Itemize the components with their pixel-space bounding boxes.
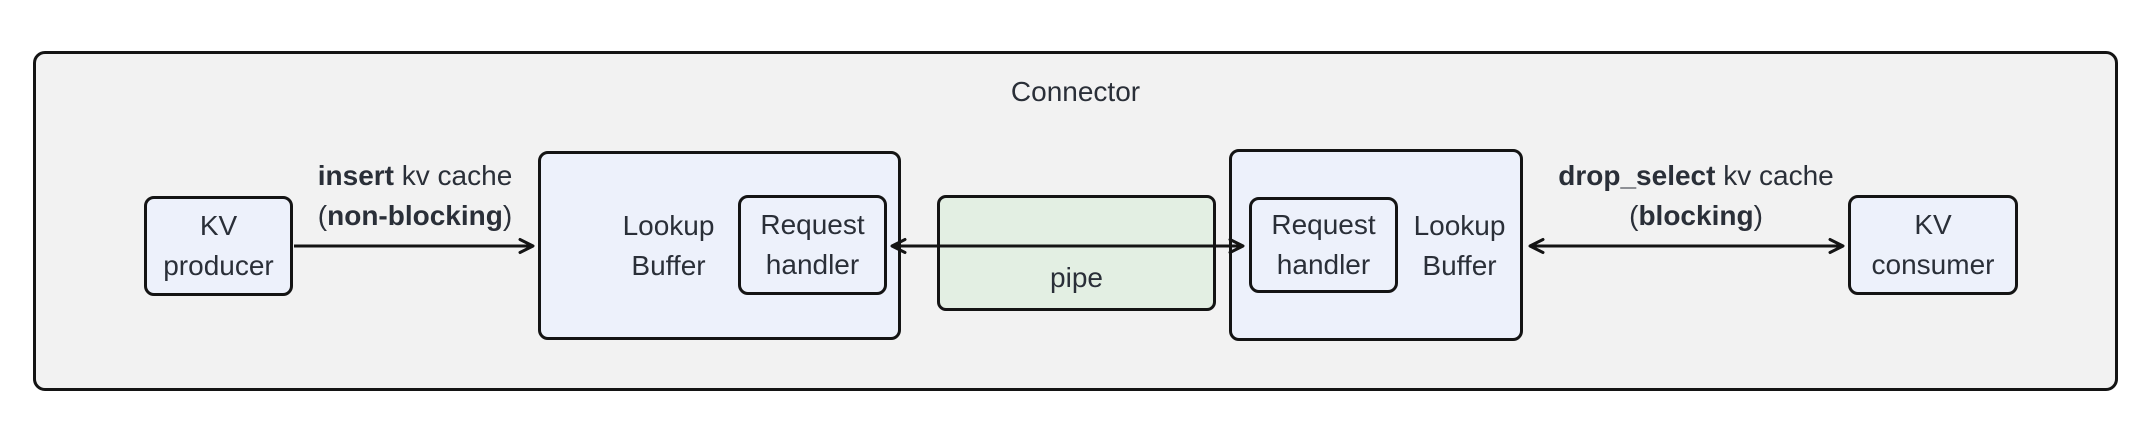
kv-consumer-node: KV consumer (1848, 195, 2018, 295)
insert-edge-label-line1: insert kv cache (245, 156, 585, 196)
kv-consumer-label-line1: KV (1914, 209, 1952, 240)
lookup-buffer-left-node: Lookup Buffer Request handler (538, 151, 901, 340)
kv-producer-label-line1: KV (199, 210, 238, 241)
request-handler-right-line2: handler (1276, 249, 1371, 280)
lookup-buffer-right-label: Lookup Buffer (1397, 206, 1522, 286)
drop-select-edge-label-rest: kv cache (1715, 160, 1834, 191)
drop-select-edge-label-bold: drop_select (1558, 160, 1716, 191)
pipe-node: pipe (937, 195, 1216, 311)
drop-select-edge-label: drop_select kv cache (blocking) (1526, 156, 1866, 236)
drop-select-edge-label-bold2: blocking (1638, 200, 1754, 231)
insert-edge-label: insert kv cache (non-blocking) (245, 156, 585, 236)
kv-producer-node: KV producer (144, 196, 293, 296)
drop-select-edge-label-line1: drop_select kv cache (1526, 156, 1866, 196)
insert-edge-label-line2: (non-blocking) (245, 196, 585, 236)
insert-edge-label-rest: kv cache (393, 160, 513, 191)
insert-edge-label-bold: insert (317, 160, 394, 191)
drop-select-edge-label-paren-close: ) (1753, 200, 1763, 231)
pipe-label: pipe (1050, 262, 1103, 293)
drop-select-edge-label-line2: (blocking) (1526, 196, 1866, 236)
drop-select-edge-label-paren-open: ( (1629, 200, 1639, 231)
request-handler-left-line1: Request (760, 209, 865, 240)
lookup-buffer-right-node: Request handler Lookup Buffer (1229, 149, 1523, 341)
request-handler-right-line1: Request (1271, 209, 1376, 240)
lookup-buffer-left-label: Lookup Buffer (586, 206, 751, 286)
kv-consumer-label-line2: consumer (1871, 249, 1995, 280)
request-handler-left-line2: handler (765, 249, 860, 280)
lookup-buffer-right-line1: Lookup (1413, 210, 1506, 241)
connector-title: Connector (1010, 76, 1141, 107)
insert-edge-label-bold2: non-blocking (327, 200, 503, 231)
kv-producer-label-line2: producer (163, 250, 274, 281)
request-handler-left-node: Request handler (738, 195, 887, 295)
insert-edge-label-paren-open: ( (317, 200, 328, 231)
lookup-buffer-left-line1: Lookup (622, 210, 715, 241)
request-handler-right-node: Request handler (1249, 197, 1398, 293)
lookup-buffer-left-line2: Buffer (631, 250, 706, 281)
lookup-buffer-right-line2: Buffer (1422, 250, 1497, 281)
insert-edge-label-paren-close: ) (502, 200, 513, 231)
